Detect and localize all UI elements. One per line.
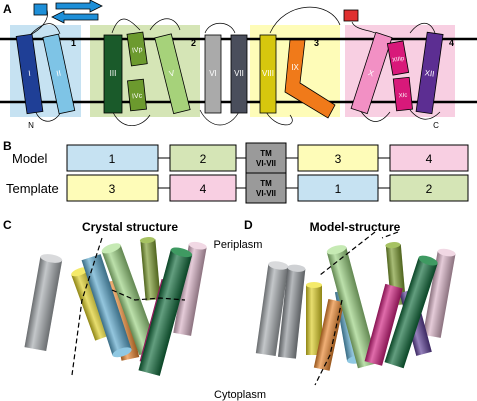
loops-top bbox=[29, 6, 436, 36]
connecting-loop bbox=[29, 9, 48, 36]
beta-strand-arrow-upper bbox=[55, 0, 103, 13]
panel-c-title: Crystal structure bbox=[82, 220, 178, 234]
panel-a-label: A bbox=[3, 2, 12, 16]
svg-text:II: II bbox=[56, 69, 62, 79]
helix-xiiip: XIIIp bbox=[386, 40, 410, 76]
model-box-2 bbox=[169, 144, 237, 172]
svg-text:IVc: IVc bbox=[132, 92, 143, 100]
helix-i: I bbox=[15, 33, 44, 115]
region-2-number: 2 bbox=[191, 38, 196, 48]
n-terminus-label: N bbox=[28, 121, 34, 130]
model-cylinders bbox=[255, 242, 456, 371]
svg-text:TM: TM bbox=[260, 149, 272, 158]
periplasm-label: Periplasm bbox=[214, 239, 263, 251]
helix-vi: VI bbox=[204, 34, 222, 114]
model-box-1 bbox=[66, 144, 159, 172]
template-box-tm bbox=[245, 172, 287, 204]
cyl-darkgreen-d bbox=[384, 255, 438, 369]
svg-text:IVp: IVp bbox=[132, 46, 143, 54]
svg-text:3: 3 bbox=[335, 152, 342, 166]
svg-text:2: 2 bbox=[426, 182, 433, 196]
helix-ii: II bbox=[42, 33, 76, 115]
helix-ivp: IVp bbox=[126, 31, 148, 67]
svg-text:XII: XII bbox=[424, 68, 435, 78]
panel-c-label: C bbox=[3, 218, 12, 232]
loops-bottom bbox=[34, 109, 441, 126]
region-1-number: 1 bbox=[71, 38, 76, 48]
cyl-grey2-d bbox=[278, 264, 306, 359]
svg-text:TM: TM bbox=[260, 179, 272, 188]
panel-c-dashed-outline bbox=[71, 237, 186, 376]
model-box-4 bbox=[389, 144, 469, 172]
svg-text:I: I bbox=[28, 69, 31, 78]
cyl-lightgreen-c bbox=[101, 243, 159, 356]
template-row: Template 3 4 TM VI-VII 1 2 bbox=[6, 172, 469, 204]
model-row: Model 1 2 TM VI-VII 3 4 bbox=[12, 142, 469, 174]
svg-text:VI-VII: VI-VII bbox=[256, 189, 276, 198]
model-box-3 bbox=[297, 144, 379, 172]
cyl-darkgreen-c bbox=[138, 247, 193, 376]
panel-d-label: D bbox=[244, 218, 253, 232]
panel-b: B Model 1 2 TM VI-VII 3 4 Template 3 4 bbox=[3, 139, 469, 204]
red-square bbox=[343, 9, 359, 22]
svg-text:4: 4 bbox=[426, 152, 433, 166]
svg-text:VI: VI bbox=[209, 69, 217, 78]
helix-ix: IX bbox=[284, 39, 336, 119]
model-box-tm bbox=[245, 142, 287, 174]
panel-d: D Model-structure bbox=[244, 218, 456, 386]
svg-text:X: X bbox=[367, 68, 375, 78]
cytoplasm-label: Cytoplasm bbox=[214, 389, 266, 401]
svg-text:VI-VII: VI-VII bbox=[256, 159, 276, 168]
cyl-blue-c bbox=[81, 254, 132, 358]
helix-ivc: IVc bbox=[127, 78, 147, 112]
template-box-2 bbox=[389, 174, 469, 202]
helix-xic: XIc bbox=[392, 76, 413, 112]
svg-text:1: 1 bbox=[109, 152, 116, 166]
c-terminus-label: C bbox=[433, 121, 439, 130]
svg-text:3: 3 bbox=[109, 182, 116, 196]
svg-text:2: 2 bbox=[200, 152, 207, 166]
panel-d-title: Model-structure bbox=[310, 220, 401, 234]
svg-text:XIIIp: XIIIp bbox=[392, 56, 406, 64]
svg-text:III: III bbox=[110, 69, 117, 78]
beta-square bbox=[33, 3, 48, 16]
template-box-1 bbox=[297, 174, 379, 202]
helix-group: I II III IVp IVc V bbox=[15, 31, 444, 119]
region-3-number: 3 bbox=[314, 38, 319, 48]
svg-text:V: V bbox=[168, 68, 176, 78]
helix-iii: III bbox=[103, 34, 123, 114]
helix-v: V bbox=[154, 33, 191, 115]
cyl-grey-d bbox=[255, 261, 289, 356]
cyl-pink-d bbox=[422, 248, 456, 338]
svg-text:VII: VII bbox=[234, 69, 244, 78]
template-box-3 bbox=[66, 174, 159, 202]
panel-c: C Crystal structure bbox=[3, 218, 207, 376]
crystal-cylinders bbox=[24, 237, 207, 376]
svg-text:4: 4 bbox=[200, 182, 207, 196]
svg-text:IX: IX bbox=[291, 63, 299, 72]
svg-text:VIII: VIII bbox=[262, 69, 274, 78]
template-box-4 bbox=[169, 174, 237, 202]
cyl-olive-c bbox=[139, 237, 161, 301]
cyl-orange-d bbox=[313, 298, 345, 371]
helix-vii: VII bbox=[230, 34, 248, 114]
svg-text:1: 1 bbox=[335, 182, 342, 196]
cyl-magenta-d bbox=[364, 283, 403, 366]
template-row-label: Template bbox=[6, 181, 59, 196]
cyl-lightgreen-d bbox=[326, 245, 378, 369]
panel-b-label: B bbox=[3, 139, 12, 153]
model-row-label: Model bbox=[12, 151, 48, 166]
panel-a: A I II I bbox=[0, 0, 477, 130]
helix-xii: XII bbox=[415, 31, 444, 115]
beta-strand-arrow-lower bbox=[51, 10, 99, 24]
cyl-pink-c bbox=[173, 241, 207, 336]
region-4-number: 4 bbox=[449, 38, 454, 48]
cyl-yellow-d bbox=[306, 282, 322, 355]
svg-text:XIc: XIc bbox=[398, 93, 407, 100]
helix-x: X bbox=[350, 31, 393, 115]
panel-d-dashed-outline bbox=[314, 231, 399, 386]
cyl-grey-c bbox=[24, 254, 63, 351]
helix-viii: VIII bbox=[259, 34, 277, 114]
